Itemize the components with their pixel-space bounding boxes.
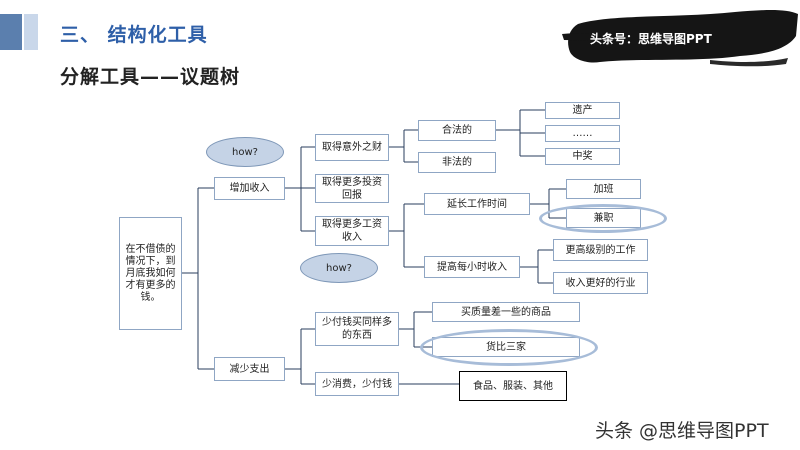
node-investment-returns: 取得更多投资回报 <box>315 174 389 203</box>
watermark: 头条 @思维导图PPT <box>595 420 769 442</box>
section-title: 三、 结构化工具 <box>60 24 208 46</box>
node-pay-less-same: 少付钱买同样多的东西 <box>315 312 399 346</box>
brush-stroke-badge <box>562 10 798 67</box>
brand-badge: 头条号：思维导图PPT <box>590 32 712 46</box>
node-illegal: 非法的 <box>418 152 496 173</box>
node-overtime: 加班 <box>566 179 641 199</box>
node-reduce-spending: 减少支出 <box>214 357 285 381</box>
node-ellipsis: …… <box>545 125 620 142</box>
how-bubble-middle: how? <box>300 253 378 283</box>
node-consume-less: 少消费，少付钱 <box>315 372 399 396</box>
how-bubble-top: how? <box>206 137 284 167</box>
node-more-wages: 取得更多工资收入 <box>315 216 389 246</box>
node-increase-income: 增加收入 <box>214 177 285 200</box>
highlight-ring-part-time <box>539 204 667 233</box>
header-accent-bar-light <box>24 14 38 50</box>
node-legal: 合法的 <box>418 120 496 141</box>
node-lottery: 中奖 <box>545 148 620 165</box>
node-windfall: 取得意外之财 <box>315 134 389 161</box>
node-inheritance: 遗产 <box>545 102 620 119</box>
sub-title: 分解工具——议题树 <box>60 66 241 88</box>
node-longer-hours: 延长工作时间 <box>424 193 530 215</box>
root-question: 在不借债的情况下，到月底我如何才有更多的钱。 <box>119 217 182 330</box>
highlight-ring-compare-prices <box>420 329 598 366</box>
node-higher-hourly: 提高每小时收入 <box>424 256 520 278</box>
node-cheaper-goods: 买质量差一些的商品 <box>432 302 580 322</box>
node-better-industry: 收入更好的行业 <box>553 272 648 294</box>
header-accent-bar <box>0 14 22 50</box>
node-higher-level-job: 更高级别的工作 <box>553 239 648 261</box>
node-food-clothing-other: 食品、服装、其他 <box>459 371 567 401</box>
